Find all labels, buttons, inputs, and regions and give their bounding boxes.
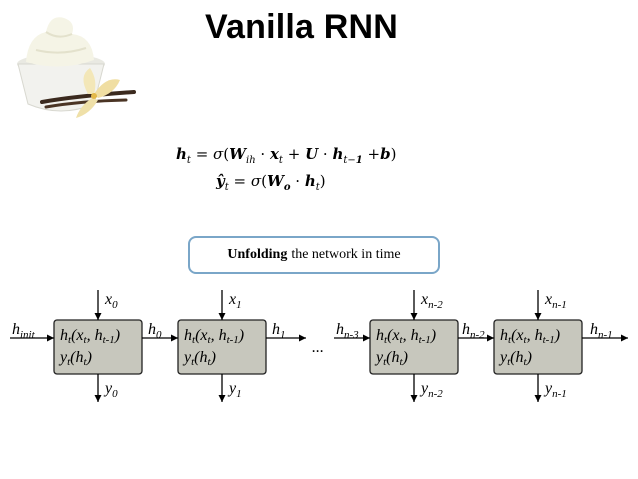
frozen-yogurt-icon xyxy=(17,17,136,118)
cell-hidden-function: ht(xt, ht-1) xyxy=(500,327,560,346)
ellipsis: ... xyxy=(312,339,324,356)
output-label: y1 xyxy=(227,380,242,400)
cell-hidden-function: ht(xt, ht-1) xyxy=(184,327,244,346)
cell-output-function: yt(ht) xyxy=(498,349,532,368)
output-equation: ŷt = σ(Wo · ht) xyxy=(216,172,326,193)
input-label: xn-1 xyxy=(544,291,567,311)
initial-state-label: hinit xyxy=(12,321,36,341)
output-label: y0 xyxy=(103,380,118,400)
cell-output-function: yt(ht) xyxy=(374,349,408,368)
hidden-state-label: hn-2 xyxy=(462,321,485,341)
hidden-state-equation: ht = σ(Wih · xt + U · ht−1 +b) xyxy=(176,145,397,166)
output-label: yn-1 xyxy=(543,380,567,400)
input-label: x1 xyxy=(228,291,242,311)
previous-state-label: hn-3 xyxy=(336,321,359,341)
input-label: x0 xyxy=(104,291,118,311)
input-label: xn-2 xyxy=(420,291,443,311)
hidden-state-label: h1 xyxy=(272,321,286,341)
cell-hidden-function: ht(xt, ht-1) xyxy=(376,327,436,346)
callout-text: the network in time xyxy=(291,247,401,262)
output-label: yn-2 xyxy=(419,380,443,400)
hidden-state-label: hn-1 xyxy=(590,321,613,341)
cell-output-function: yt(ht) xyxy=(182,349,216,368)
cell-hidden-function: ht(xt, ht-1) xyxy=(60,327,120,346)
cell-output-function: yt(ht) xyxy=(58,349,92,368)
page-title: Vanilla RNN xyxy=(205,8,399,46)
callout-bold-text: Unfolding xyxy=(227,247,288,262)
hidden-state-label: h0 xyxy=(148,321,162,341)
